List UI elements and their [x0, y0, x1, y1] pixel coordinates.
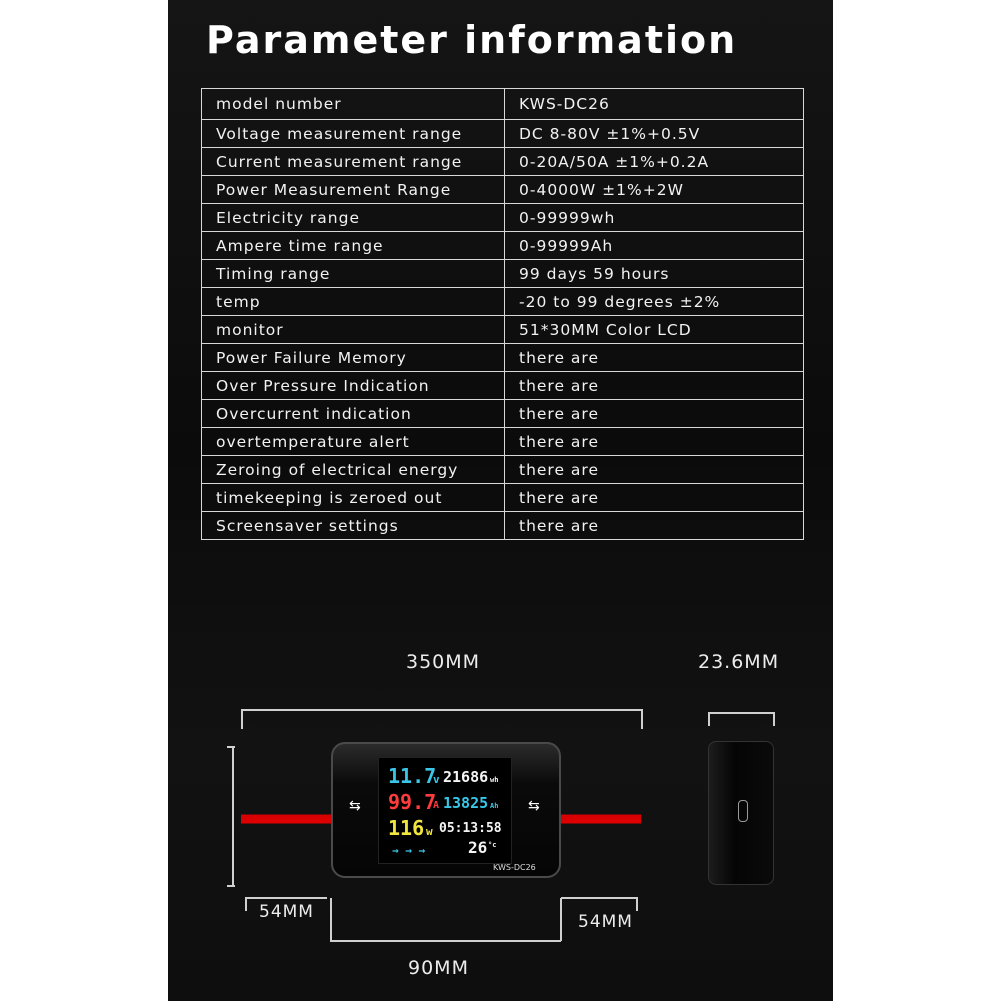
parameter-value: there are: [504, 455, 804, 484]
parameter-label: overtemperature alert: [201, 427, 505, 456]
parameter-value: there are: [504, 399, 804, 428]
device-width-bracket-bottom: [330, 940, 561, 942]
parameter-label: Screensaver settings: [201, 511, 505, 540]
parameter-label: Power Measurement Range: [201, 175, 505, 204]
left-lead-bracket: [245, 897, 247, 911]
display-arrows-icon: → → →: [392, 844, 426, 857]
right-flow-arrows-icon: ⇆: [528, 798, 540, 814]
left-lead-bracket-h: [245, 897, 327, 899]
left-height-bracket-bottom: [227, 885, 235, 887]
left-height-bracket-top: [227, 746, 235, 748]
display-current-unit: A: [433, 800, 440, 811]
display-power-unit: w: [426, 825, 433, 838]
left-lead-label: 54MM: [259, 902, 314, 922]
parameter-label: model number: [201, 88, 505, 120]
parameter-value: 99 days 59 hours: [504, 259, 804, 288]
parameter-label: Current measurement range: [201, 147, 505, 176]
parameter-value: KWS-DC26: [504, 88, 804, 120]
left-cable: [241, 806, 333, 834]
right-cable: [559, 806, 641, 834]
parameter-label: timekeeping is zeroed out: [201, 483, 505, 512]
parameter-label: temp: [201, 287, 505, 316]
parameter-value: 0-99999wh: [504, 203, 804, 232]
display-temperature-unit: °c: [488, 841, 497, 849]
display-temperature: 26: [468, 838, 488, 857]
display-amp-hours-unit: Ah: [490, 802, 499, 810]
parameter-value: there are: [504, 343, 804, 372]
parameter-label: monitor: [201, 315, 505, 344]
parameter-value: there are: [504, 427, 804, 456]
parameter-value: there are: [504, 371, 804, 400]
right-lead-label: 54MM: [578, 912, 633, 932]
parameter-value: 0-99999Ah: [504, 231, 804, 260]
thickness-bracket-top: [708, 712, 774, 714]
page-title: Parameter information: [206, 18, 738, 62]
thickness-bracket-right: [773, 712, 775, 726]
display-energy: 21686: [443, 768, 489, 786]
parameter-label: Electricity range: [201, 203, 505, 232]
parameter-label: Power Failure Memory: [201, 343, 505, 372]
cable-length-bracket-top: [241, 709, 642, 711]
thickness-bracket-left: [708, 712, 710, 726]
thickness-label: 23.6MM: [698, 651, 780, 673]
parameter-value: 0-4000W ±1%+2W: [504, 175, 804, 204]
device-width-bracket-left: [330, 898, 332, 941]
parameter-label: Zeroing of electrical energy: [201, 455, 505, 484]
display-amp-hours: 13825: [443, 794, 489, 812]
lcd-screen: [378, 757, 512, 864]
device-width-label: 90MM: [408, 957, 469, 979]
cable-length-bracket-left: [241, 709, 243, 729]
parameter-value: DC 8-80V ±1%+0.5V: [504, 119, 804, 148]
parameter-value: 0-20A/50A ±1%+0.2A: [504, 147, 804, 176]
cable-length-bracket-right: [641, 709, 643, 729]
right-lead-bracket: [636, 897, 638, 911]
parameter-label: Over Pressure Indication: [201, 371, 505, 400]
parameter-label: Voltage measurement range: [201, 119, 505, 148]
side-clip-icon: [738, 800, 748, 822]
display-voltage: 11.7: [388, 764, 437, 788]
parameter-label: Ampere time range: [201, 231, 505, 260]
table-row: temp-20 to 99 degrees ±2%: [201, 287, 804, 316]
device-model-label: KWS-DC26: [493, 863, 536, 872]
right-lead-bracket-h: [561, 897, 637, 899]
display-energy-unit: wh: [490, 776, 499, 784]
parameter-label: Overcurrent indication: [201, 399, 505, 428]
left-height-bracket: [232, 746, 234, 886]
display-timer: 05:13:58: [439, 821, 502, 836]
display-voltage-unit: v: [433, 773, 440, 786]
left-flow-arrows-icon: ⇆: [349, 798, 361, 814]
meter-side-view: [708, 741, 774, 885]
device-width-bracket-right: [560, 898, 562, 941]
display-current: 99.7: [388, 790, 437, 814]
parameter-value: there are: [504, 511, 804, 540]
parameter-label: Timing range: [201, 259, 505, 288]
parameter-value: -20 to 99 degrees ±2%: [504, 287, 804, 316]
parameter-value: there are: [504, 483, 804, 512]
parameter-value: 51*30MM Color LCD: [504, 315, 804, 344]
cable-length-label: 350MM: [406, 651, 481, 673]
display-power: 116: [388, 816, 425, 840]
